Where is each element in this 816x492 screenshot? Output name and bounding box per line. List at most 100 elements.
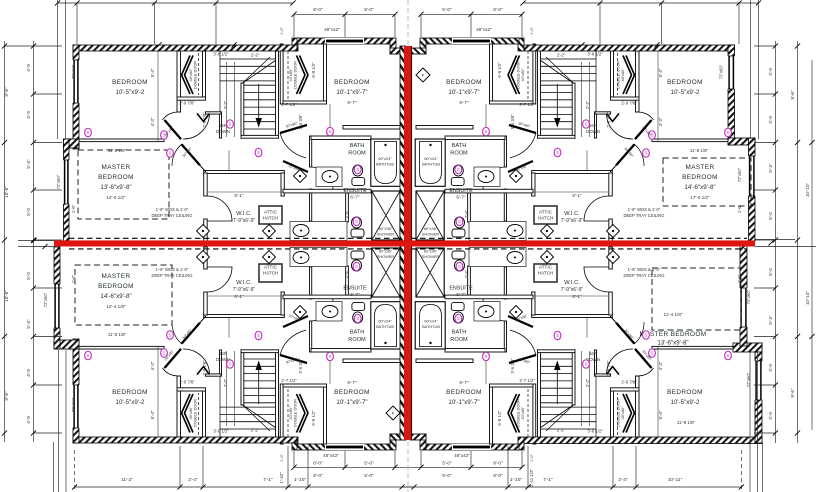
svg-text:48"x80": 48"x80"	[621, 406, 625, 420]
svg-text:5'-3": 5'-3"	[26, 319, 31, 329]
svg-text:4'-9: 4'-9	[26, 369, 31, 377]
svg-text:2'-4": 2'-4"	[618, 477, 628, 483]
svg-text:72"x60": 72"x60"	[56, 174, 61, 189]
svg-text:48"x42": 48"x42"	[476, 27, 492, 32]
svg-text:DOUBLE DOOR: DOUBLE DOOR	[294, 61, 298, 89]
svg-text:S: S	[727, 353, 730, 358]
svg-text:ROOM: ROOM	[450, 337, 468, 343]
svg-text:10'-5"x9'-2: 10'-5"x9'-2	[671, 89, 701, 96]
svg-text:1'-6" WDS & 1'-0": 1'-6" WDS & 1'-0"	[156, 267, 189, 272]
svg-text:W.I.C.: W.I.C.	[236, 211, 252, 217]
svg-text:DOWN: DOWN	[216, 357, 230, 362]
svg-text:S: S	[356, 167, 359, 172]
svg-text:3'-6 1/2": 3'-6 1/2"	[587, 52, 603, 57]
svg-text:DEEP TRAY CEILING: DEEP TRAY CEILING	[151, 273, 192, 278]
svg-text:5'-4": 5'-4"	[658, 410, 663, 419]
svg-text:BEDROOM: BEDROOM	[667, 389, 703, 396]
svg-text:S: S	[556, 333, 559, 338]
svg-text:5'-0": 5'-0"	[364, 7, 374, 13]
svg-text:DEEP TRAY CEILING: DEEP TRAY CEILING	[623, 273, 664, 278]
svg-text:1'-10": 1'-10"	[294, 477, 307, 483]
svg-text:3'-6 3/8": 3'-6 3/8"	[298, 358, 303, 374]
svg-text:BEDROOM: BEDROOM	[112, 389, 148, 396]
svg-text:8'-0": 8'-0"	[493, 7, 503, 13]
svg-text:5'-0: 5'-0	[26, 208, 31, 216]
svg-text:ENSUITE: ENSUITE	[343, 286, 367, 292]
svg-text:ENSUITE: ENSUITE	[449, 188, 473, 194]
svg-text:30"x80": 30"x80"	[164, 125, 175, 138]
svg-text:72"x60": 72"x60"	[43, 292, 48, 307]
svg-text:4'-3": 4'-3"	[658, 361, 663, 370]
svg-text:5'-0: 5'-0	[768, 268, 773, 276]
svg-text:5'-0": 5'-0"	[442, 461, 452, 467]
svg-text:S: S	[651, 351, 654, 356]
svg-text:2'-9 7/8": 2'-9 7/8"	[621, 380, 637, 385]
svg-text:6'-7": 6'-7"	[456, 292, 466, 297]
svg-text:S: S	[163, 133, 166, 138]
svg-text:3'-6 1/2": 3'-6 1/2"	[587, 429, 603, 434]
svg-text:2'-4": 2'-4"	[344, 269, 349, 278]
svg-text:8'-0": 8'-0"	[313, 7, 323, 13]
svg-text:1'-6": 1'-6"	[71, 204, 76, 213]
svg-text:ROOM: ROOM	[450, 151, 468, 157]
svg-text:2'-2": 2'-2"	[585, 100, 590, 109]
svg-text:SHOWER: SHOWER	[422, 232, 440, 237]
svg-text:2'-2": 2'-2"	[585, 378, 590, 387]
svg-text:S: S	[257, 150, 260, 155]
svg-text:4'-3": 4'-3"	[150, 117, 155, 126]
svg-text:5'-4": 5'-4"	[150, 68, 155, 77]
svg-text:S: S	[645, 333, 648, 338]
svg-text:BEDROOM: BEDROOM	[334, 389, 370, 396]
svg-text:30"x80": 30"x80"	[623, 146, 635, 158]
svg-text:SHOWER: SHOWER	[377, 254, 395, 259]
svg-text:5'-3": 5'-3"	[768, 315, 773, 325]
svg-text:BATHTUB: BATHTUB	[376, 324, 394, 329]
svg-text:1'-0": 1'-0"	[280, 454, 284, 462]
svg-text:W.I.C.: W.I.C.	[236, 280, 252, 286]
svg-text:11'-8 1/8": 11'-8 1/8"	[677, 420, 696, 425]
svg-text:DOUBLE DOOR: DOUBLE DOOR	[617, 399, 621, 427]
svg-text:1'-0": 1'-0"	[530, 454, 534, 462]
svg-text:1'-10": 1'-10"	[510, 477, 523, 483]
svg-text:ATTIC: ATTIC	[264, 265, 278, 270]
svg-text:2'-9 7/8": 2'-9 7/8"	[202, 360, 207, 376]
svg-text:10'-10": 10'-10"	[805, 183, 810, 198]
svg-text:5'-4": 5'-4"	[150, 410, 155, 419]
svg-text:2'-7 1/2": 2'-7 1/2"	[519, 102, 535, 107]
svg-text:8'-1": 8'-1"	[572, 294, 582, 299]
svg-text:3'-6 1/2": 3'-6 1/2"	[213, 52, 229, 57]
svg-text:8'-0": 8'-0"	[313, 473, 323, 479]
svg-text:10'-1"x9'-7": 10'-1"x9'-7"	[336, 89, 367, 96]
svg-text:ROOM: ROOM	[348, 151, 366, 157]
svg-text:DOUBLE DOOR: DOUBLE DOOR	[194, 399, 198, 427]
svg-text:7'-9"x6'-9": 7'-9"x6'-9"	[561, 287, 584, 293]
svg-text:W.I.C.: W.I.C.	[564, 280, 580, 286]
svg-text:DOWN: DOWN	[586, 129, 600, 134]
svg-text:5'-4": 5'-4"	[658, 68, 663, 77]
svg-text:1'-6": 1'-6"	[737, 204, 742, 213]
svg-text:HATCH: HATCH	[263, 271, 278, 276]
svg-text:60"x24": 60"x24"	[378, 319, 392, 324]
svg-text:5'-0: 5'-0	[768, 212, 773, 220]
svg-text:2'-2": 2'-2"	[223, 378, 228, 387]
svg-text:DOUBLE DOOR: DOUBLE DOOR	[617, 61, 621, 89]
svg-text:BATH: BATH	[350, 330, 365, 336]
svg-text:5'-3": 5'-3"	[26, 159, 31, 169]
svg-text:30"x80": 30"x80"	[518, 121, 532, 129]
svg-text:2'-9 7/8": 2'-9 7/8"	[606, 112, 611, 128]
svg-text:ATTIC: ATTIC	[539, 210, 553, 215]
svg-text:DOUBLE DOOR: DOUBLE DOOR	[194, 61, 198, 89]
svg-text:S: S	[163, 351, 166, 356]
svg-text:9'-6": 9'-6"	[4, 87, 9, 97]
svg-text:ATTIC: ATTIC	[264, 210, 278, 215]
svg-text:S: S	[229, 122, 232, 127]
svg-text:11'-4 1/8": 11'-4 1/8"	[663, 312, 682, 317]
svg-text:20"x80": 20"x80"	[515, 313, 529, 322]
svg-text:6'-7": 6'-7"	[350, 195, 360, 200]
svg-text:5'-0": 5'-0"	[442, 7, 452, 13]
svg-text:9'-7": 9'-7"	[459, 100, 469, 105]
svg-text:5'-0": 5'-0"	[364, 473, 374, 479]
svg-text:DEEP TRAY CEILING: DEEP TRAY CEILING	[151, 213, 192, 218]
svg-text:11'-8 1/8": 11'-8 1/8"	[690, 148, 709, 153]
svg-text:S: S	[585, 122, 588, 127]
